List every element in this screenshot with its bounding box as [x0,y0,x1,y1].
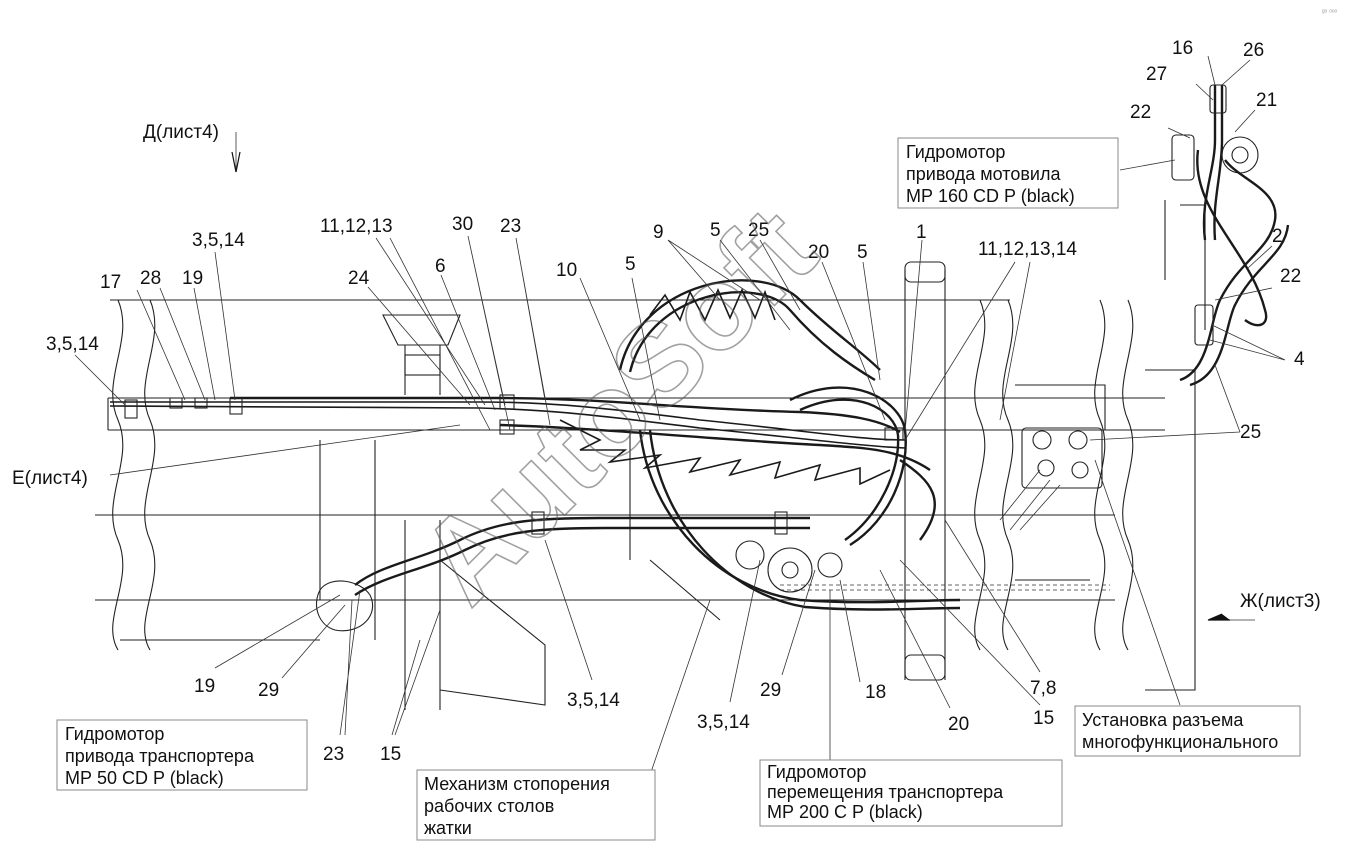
corner-mark: ᵍᵒ ᵒᵒᵒ [1322,9,1338,16]
view-ref-zh: Ж(лист3) [1240,591,1321,612]
caption-line: привода мотовила [906,164,1061,184]
caption-connector: Установка разъема многофункционального [1074,705,1301,757]
leader-lines [74,55,1286,776]
callout-label: 15 [1033,708,1054,729]
callouts: 16 26 27 21 22 2 22 4 25 1 11,12,13,14 2… [46,38,1305,765]
callout-label: 25 [1240,422,1261,443]
caption-reel-motor: Гидромотор привода мотовила МР 160 CD P … [897,137,1119,209]
callout-label: 11,12,13,14 [978,239,1077,260]
callout-label: 21 [1256,90,1277,111]
callout-label: 3,5,14 [192,230,245,251]
view-ref-d: Д(лист4) [143,122,219,143]
caption-conveyor-motor: Гидромотор привода транспортера МР 50 CD… [56,719,308,791]
callout-label: 18 [865,682,886,703]
callout-label: 5 [857,242,868,263]
caption-line: привода транспортера [65,746,255,766]
caption-line: Гидромотор [906,142,1005,162]
caption-line: Механизм стопорения [424,774,610,794]
caption-move-motor: Гидромотор перемещения транспортера МР 2… [759,759,1063,827]
callout-label: 29 [258,680,279,701]
callout-label: 6 [435,256,446,277]
arrow-down-icon [231,151,241,173]
callout-label: 22 [1280,266,1301,287]
hydraulic-hoses [109,84,1290,611]
watermark: AutoSoft [395,183,841,629]
callout-label: 29 [760,680,781,701]
callout-label: 15 [380,744,401,765]
caption-line: рабочих столов [424,796,554,816]
caption-line: Установка разъема [1082,710,1244,730]
callout-label: 23 [323,744,344,765]
callout-label: 27 [1146,64,1167,85]
callout-label: 3,5,14 [567,690,620,711]
caption-line: жатки [424,818,472,838]
callout-label: 2 [1272,226,1283,247]
caption-line: МР 160 CD P (black) [906,186,1075,206]
callout-label: 19 [182,268,203,289]
caption-line: МР 50 CD P (black) [65,768,224,788]
callout-label: 20 [948,714,969,735]
callout-label: 24 [348,268,370,289]
arrow-left-icon [1207,613,1230,621]
callout-label: 5 [625,254,636,275]
callout-label: 1 [916,222,927,243]
callout-label: 16 [1172,38,1193,59]
callout-label: 28 [140,268,161,289]
callout-label: 9 [653,222,664,243]
callout-label: 4 [1294,349,1305,370]
caption-line: Гидромотор [767,762,866,782]
caption-line: Гидромотор [65,724,164,744]
caption-line: многофункционального [1082,732,1278,752]
callout-label: 5 [710,220,721,241]
caption-line: МР 200 C P (black) [767,802,923,822]
callout-label: 25 [748,220,769,241]
caption-lock-mechanism: Механизм стопорения рабочих столов жатки [416,769,656,841]
callout-label: 20 [808,242,829,263]
callout-label: 7,8 [1030,678,1056,699]
callout-label: 30 [452,214,473,235]
callout-label: 26 [1243,40,1264,61]
callout-label: 22 [1130,102,1151,123]
callout-label: 19 [194,676,215,697]
view-ref-e: Е(лист4) [12,468,88,489]
callout-label: 3,5,14 [46,334,99,355]
caption-line: перемещения транспортера [767,782,1004,802]
callout-label: 23 [500,216,521,237]
callout-label: 11,12,13 [320,216,393,237]
frame-linework [95,134,1259,710]
callout-label: 10 [556,260,577,281]
callout-label: 3,5,14 [697,712,750,733]
callout-label: 17 [100,272,121,293]
